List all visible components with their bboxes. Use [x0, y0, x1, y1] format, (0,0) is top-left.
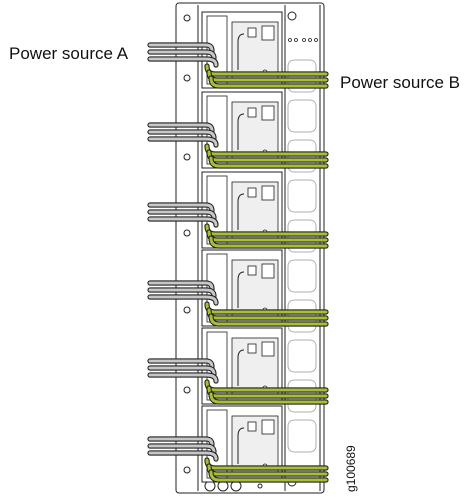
power-source-a-cable [148, 281, 214, 291]
fan-grilles [287, 59, 317, 453]
power-source-a-cable [148, 210, 216, 220]
psu-status-led [247, 265, 257, 276]
psu-switch [261, 105, 275, 121]
psu-handle [237, 271, 245, 308]
power-supply-unit [201, 249, 283, 327]
psu-switch [261, 185, 275, 201]
psu-switch [261, 341, 275, 357]
power-source-a-cable [148, 295, 218, 305]
power-source-b-cable [209, 314, 328, 326]
power-source-a-cables [147, 42, 219, 462]
psu-switch [261, 263, 275, 279]
psu-handle [237, 113, 245, 150]
psu-status-led [247, 343, 257, 354]
power-source-a-cable [148, 444, 216, 454]
psu-status-led [247, 421, 257, 432]
power-source-a-cable [148, 57, 218, 67]
psu-status-led [247, 107, 257, 118]
power-source-b-cable [209, 470, 328, 482]
power-source-a-cable [148, 203, 214, 213]
power-source-a-cable [148, 451, 218, 461]
psu-handle [237, 427, 245, 464]
power-source-a-cable [148, 373, 218, 383]
psu-status-led [247, 187, 257, 198]
psu-switch [261, 25, 275, 41]
power-source-a-cable [148, 217, 218, 227]
power-supply-units [201, 11, 283, 483]
power-source-a-cable [148, 43, 214, 53]
power-source-a-label: Power source A [9, 44, 129, 63]
power-source-b-label: Power source B [340, 73, 460, 92]
power-source-b-cable [209, 76, 328, 88]
psu-switch [261, 419, 275, 435]
psu-handle [237, 33, 245, 70]
power-source-b-cable [209, 236, 328, 248]
power-source-a-cable [148, 437, 214, 447]
power-source-b-cable [209, 156, 328, 168]
power-source-a-cable [148, 288, 216, 298]
power-source-a-cable [148, 50, 216, 60]
power-source-a-cable [148, 123, 214, 133]
status-leds [288, 38, 318, 42]
figure-id: g100689 [344, 445, 358, 492]
power-source-a-cable [148, 130, 216, 140]
bottom-connectors [204, 480, 263, 492]
power-source-b-cable [209, 392, 328, 404]
psu-handle [237, 193, 245, 230]
psu-handle [237, 349, 245, 386]
power-source-b-cables [204, 63, 329, 483]
psu-status-led [247, 27, 257, 38]
power-source-a-cable [148, 359, 214, 369]
power-source-a-cable [148, 366, 216, 376]
power-source-a-cable [148, 137, 218, 147]
